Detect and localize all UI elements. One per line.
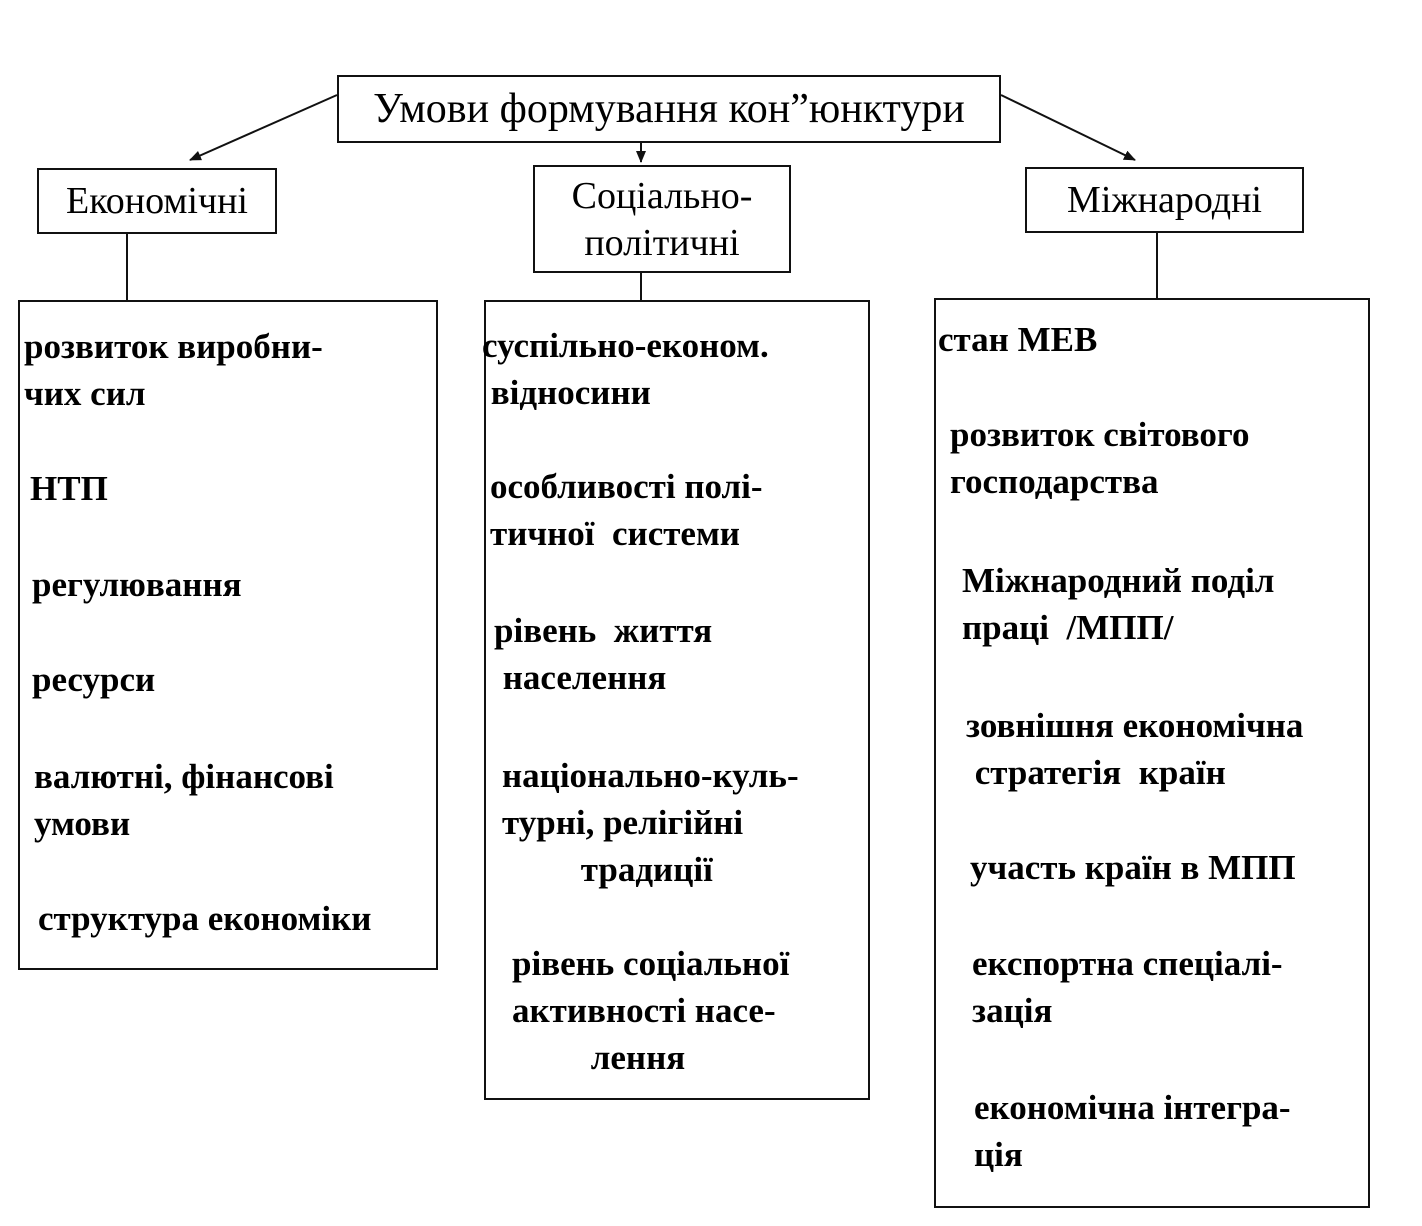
list-item: економічна інтегра- ція bbox=[974, 1088, 1291, 1174]
diagram-title: Умови формування кон”юнктури bbox=[337, 75, 1001, 143]
list-item: експортна спеціалі- зація bbox=[972, 944, 1283, 1030]
category-economic: Економічні bbox=[37, 168, 277, 234]
category-social-political: Соціально- політичні bbox=[533, 165, 791, 273]
list-economic: розвиток виробни- чих сил НТП регулюванн… bbox=[18, 300, 438, 970]
list-item: участь країн в МПП bbox=[970, 848, 1296, 887]
list-item: суспільно-економ. відносини bbox=[482, 326, 769, 412]
list-item: структура економіки bbox=[38, 899, 372, 938]
list-item: ресурси bbox=[32, 660, 156, 699]
list-item: рівень соціальної активності насе- лення bbox=[512, 944, 790, 1077]
arrow-title-to-international bbox=[1000, 94, 1136, 161]
list-item: зовнішня економічна стратегія країн bbox=[966, 706, 1304, 792]
list-item: Міжнародний поділ праці /МПП/ bbox=[962, 561, 1275, 647]
list-international: стан МЕВ розвиток світового господарства… bbox=[934, 298, 1370, 1208]
arrow-title-to-economic bbox=[189, 94, 338, 161]
list-social-political: суспільно-економ. відносини особливості … bbox=[482, 300, 870, 1100]
list-item: НТП bbox=[30, 469, 108, 508]
list-item: особливості полі- тичної системи bbox=[490, 467, 763, 553]
list-item: регулювання bbox=[32, 565, 242, 604]
list-item: валютні, фінансові умови bbox=[34, 757, 334, 843]
category-international: Міжнародні bbox=[1025, 167, 1304, 233]
list-item: національно-куль- турні, релігійні тради… bbox=[502, 756, 799, 889]
list-item: стан МЕВ bbox=[938, 320, 1098, 359]
list-item: рівень життя населення bbox=[494, 611, 713, 697]
list-item: розвиток виробни- чих сил bbox=[24, 327, 323, 413]
list-item: розвиток світового господарства bbox=[950, 415, 1250, 501]
